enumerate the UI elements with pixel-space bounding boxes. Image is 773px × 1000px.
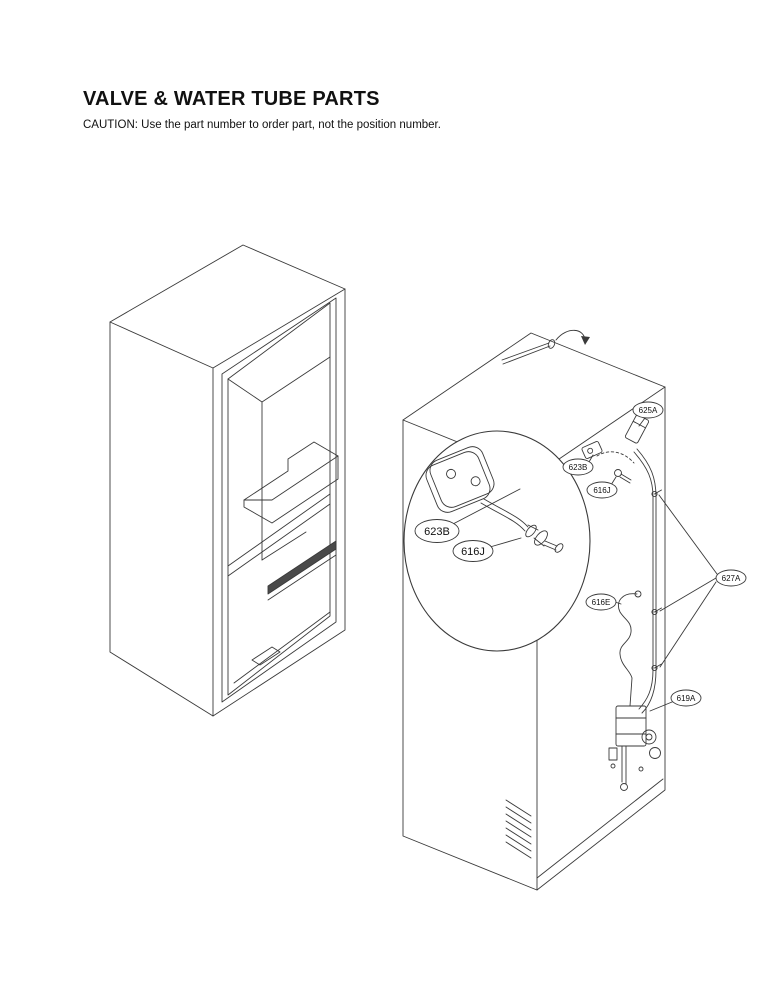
rear-right-edge xyxy=(536,386,666,891)
callout-616E-label: 616E xyxy=(592,598,611,607)
drawer-rail xyxy=(267,540,337,595)
refrigerator-front-view xyxy=(109,244,346,717)
callout-625A-label: 625A xyxy=(639,406,658,415)
interior-shelf-thickness xyxy=(243,455,339,524)
compartment-divider-1 xyxy=(227,493,331,567)
cabinet-top-face xyxy=(109,244,346,369)
callout-623B-detail-label: 623B xyxy=(424,526,450,538)
rear-base-line xyxy=(536,778,664,879)
drawer-rail-lower-line xyxy=(267,554,337,601)
callout-623B-detail: 623B xyxy=(414,519,460,543)
callout-616J-small-label: 616J xyxy=(593,486,610,495)
cabinet-left-face xyxy=(109,321,214,717)
leader-627A-1 xyxy=(658,494,718,575)
part-616E-coiled-tube xyxy=(617,590,642,707)
leader-616J-detail xyxy=(489,537,522,548)
leader-623B-detail xyxy=(452,488,521,525)
leader-619A xyxy=(649,701,673,712)
part-616J-connector-small xyxy=(614,469,632,484)
callout-616E: 616E xyxy=(585,593,617,611)
interior-back-top xyxy=(261,356,331,403)
leader-625A xyxy=(638,417,646,427)
interior-depth-edge xyxy=(227,378,263,561)
tube-clip-3 xyxy=(651,663,662,672)
callout-616J-small: 616J xyxy=(586,481,618,499)
cabinet-right-edge xyxy=(212,288,346,717)
detail-part-616J-tube xyxy=(480,498,564,553)
callout-625A: 625A xyxy=(632,401,664,419)
leader-627A-3 xyxy=(659,581,717,668)
vent-grille xyxy=(505,799,532,859)
callout-616J-detail: 616J xyxy=(452,540,494,562)
callout-616J-detail-label: 616J xyxy=(461,546,485,558)
compartment-divider-2 xyxy=(227,503,331,577)
detail-part-623B-flange xyxy=(425,446,495,513)
top-inlet-tube xyxy=(501,342,550,361)
part-625A-bracket xyxy=(624,414,650,444)
interior-shelf xyxy=(243,441,339,501)
door-opening-inner xyxy=(227,302,331,696)
flow-arrow-icon xyxy=(555,329,586,342)
callout-623B-small: 623B xyxy=(562,458,594,476)
callout-623B-small-label: 623B xyxy=(569,463,588,472)
callout-619A: 619A xyxy=(670,689,702,707)
door-opening-outer xyxy=(221,297,337,703)
leader-623B-small xyxy=(588,454,594,463)
leader-627A-2 xyxy=(659,577,717,612)
top-inlet-fitting xyxy=(547,339,556,349)
detail-bubble xyxy=(403,430,591,652)
callout-627A-label: 627A xyxy=(722,574,741,583)
floor-detail xyxy=(251,646,281,666)
page-title: VALVE & WATER TUBE PARTS xyxy=(83,88,380,110)
hidden-tube-dashed xyxy=(596,451,635,464)
callout-619A-label: 619A xyxy=(677,694,696,703)
tube-clip-2 xyxy=(651,607,662,616)
callout-627A: 627A xyxy=(715,569,747,587)
rear-left-face xyxy=(402,419,538,891)
part-619A-valve-assembly xyxy=(608,705,661,791)
water-tube-assembly xyxy=(501,329,662,791)
caution-note: CAUTION: Use the part number to order pa… xyxy=(83,119,441,131)
main-water-tube xyxy=(633,451,654,710)
freezer-floor xyxy=(233,611,331,684)
detail-bubble-circle xyxy=(403,430,591,652)
interior-back-bottom xyxy=(261,531,307,561)
tube-clip-1 xyxy=(651,489,662,498)
part-623B-valve-small xyxy=(581,441,603,459)
callouts: 623B 616J 625A 623B 616J xyxy=(414,401,747,712)
flow-arrowhead-icon xyxy=(581,336,590,345)
